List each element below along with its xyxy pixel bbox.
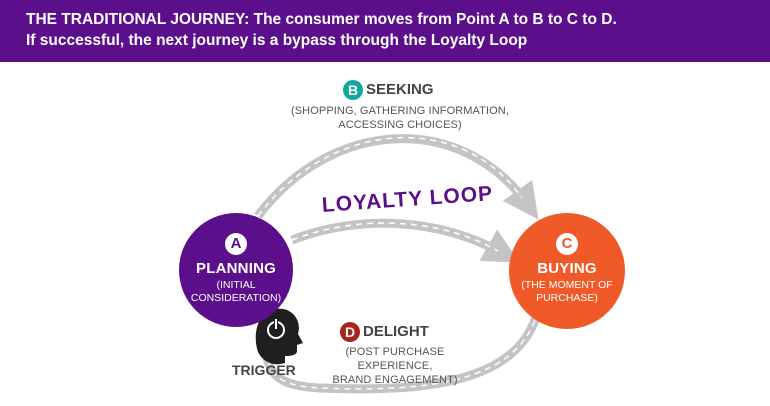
planning-title: PLANNING [196,260,276,277]
buying-title: BUYING [537,260,597,277]
loyalty-loop-road [290,218,520,263]
power-button-head-icon [255,308,303,365]
banner-line-2: If successful, the next journey is a byp… [26,32,528,49]
banner-line-1: THE TRADITIONAL JOURNEY: The consumer mo… [26,11,617,28]
delight-title: DELIGHT [363,322,429,340]
seeking-sub-1: (SHOPPING, GATHERING INFORMATION, [290,105,509,117]
buying-badge: C [556,233,578,255]
loyalty-loop-road-centerline [291,222,499,252]
planning-node: A PLANNING (INITIAL CONSIDERATION) [179,213,293,327]
planning-badge: A [225,233,247,255]
planning-sub-2: CONSIDERATION) [190,292,282,304]
seeking-road-centerline [257,136,523,217]
header-banner: THE TRADITIONAL JOURNEY: The consumer mo… [0,0,770,62]
buying-node: C BUYING (THE MOMENT OF PURCHASE) [509,213,625,329]
seeking-badge: B [343,80,363,100]
buying-sub-1: (THE MOMENT OF [521,279,613,291]
trigger-label: TRIGGER [232,362,296,378]
delight-sub-2: BRAND ENGAGEMENT) [332,374,458,386]
delight-road [261,308,543,394]
buying-sub-2: PURCHASE) [536,292,598,304]
planning-sub-1: (INITIAL [216,279,256,291]
seeking-sub-2: ACCESSING CHOICES) [338,119,462,131]
delight-badge: D [340,322,360,342]
seeking-title: SEEKING [366,80,434,98]
delight-sub-1: (POST PURCHASE EXPERIENCE, [345,346,445,372]
